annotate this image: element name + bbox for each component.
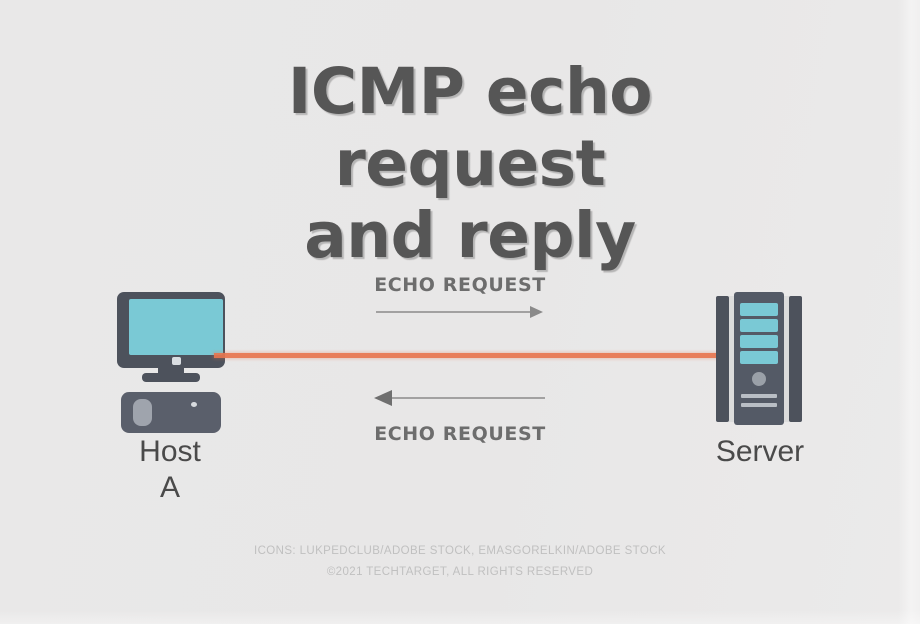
server-drive-bay (740, 335, 778, 348)
monitor-stand-neck (158, 368, 184, 374)
server-vent-line (741, 403, 777, 407)
credits-line-icons: ICONS: LUKPEDCLUB/ADOBE STOCK, EMASGOREL… (253, 545, 667, 557)
computer-tower (121, 392, 221, 433)
network-link-line (214, 353, 722, 358)
server-rail-left (716, 296, 729, 422)
page-title: ICMP echo request and reply (287, 55, 653, 272)
arrow-right-icon (376, 306, 543, 318)
monitor-power-dot (172, 357, 181, 365)
edge-highlight-bottom (0, 610, 920, 624)
edge-highlight-right (898, 0, 920, 624)
credits-line-copyright: ©2021 TECHTARGET, ALL RIGHTS RESERVED (326, 566, 594, 578)
tower-led-dot (191, 402, 197, 407)
monitor-bezel (117, 292, 225, 368)
flow-label-reply: ECHO REQUEST (374, 423, 546, 445)
credits-block: ICONS: LUKPEDCLUB/ADOBE STOCK, EMASGOREL… (0, 541, 920, 583)
server-vent-line (741, 394, 777, 398)
flow-label-request: ECHO REQUEST (374, 274, 546, 296)
node-caption-server: Server (715, 435, 805, 468)
node-caption-host: Host A (139, 435, 201, 504)
tower-drive-slot (133, 399, 152, 426)
server-drive-bay (740, 319, 778, 332)
server-tower-icon (716, 292, 802, 425)
server-drive-bay (740, 351, 778, 364)
server-gap-left (729, 296, 734, 422)
server-power-knob (752, 372, 766, 386)
monitor-stand-base (142, 373, 200, 382)
server-gap-right (784, 296, 789, 422)
server-rail-right (789, 296, 802, 422)
server-body (734, 292, 784, 425)
monitor-screen (129, 299, 223, 355)
desktop-computer-icon (112, 292, 230, 433)
arrow-left-icon (374, 390, 545, 406)
server-drive-bay (740, 303, 778, 316)
